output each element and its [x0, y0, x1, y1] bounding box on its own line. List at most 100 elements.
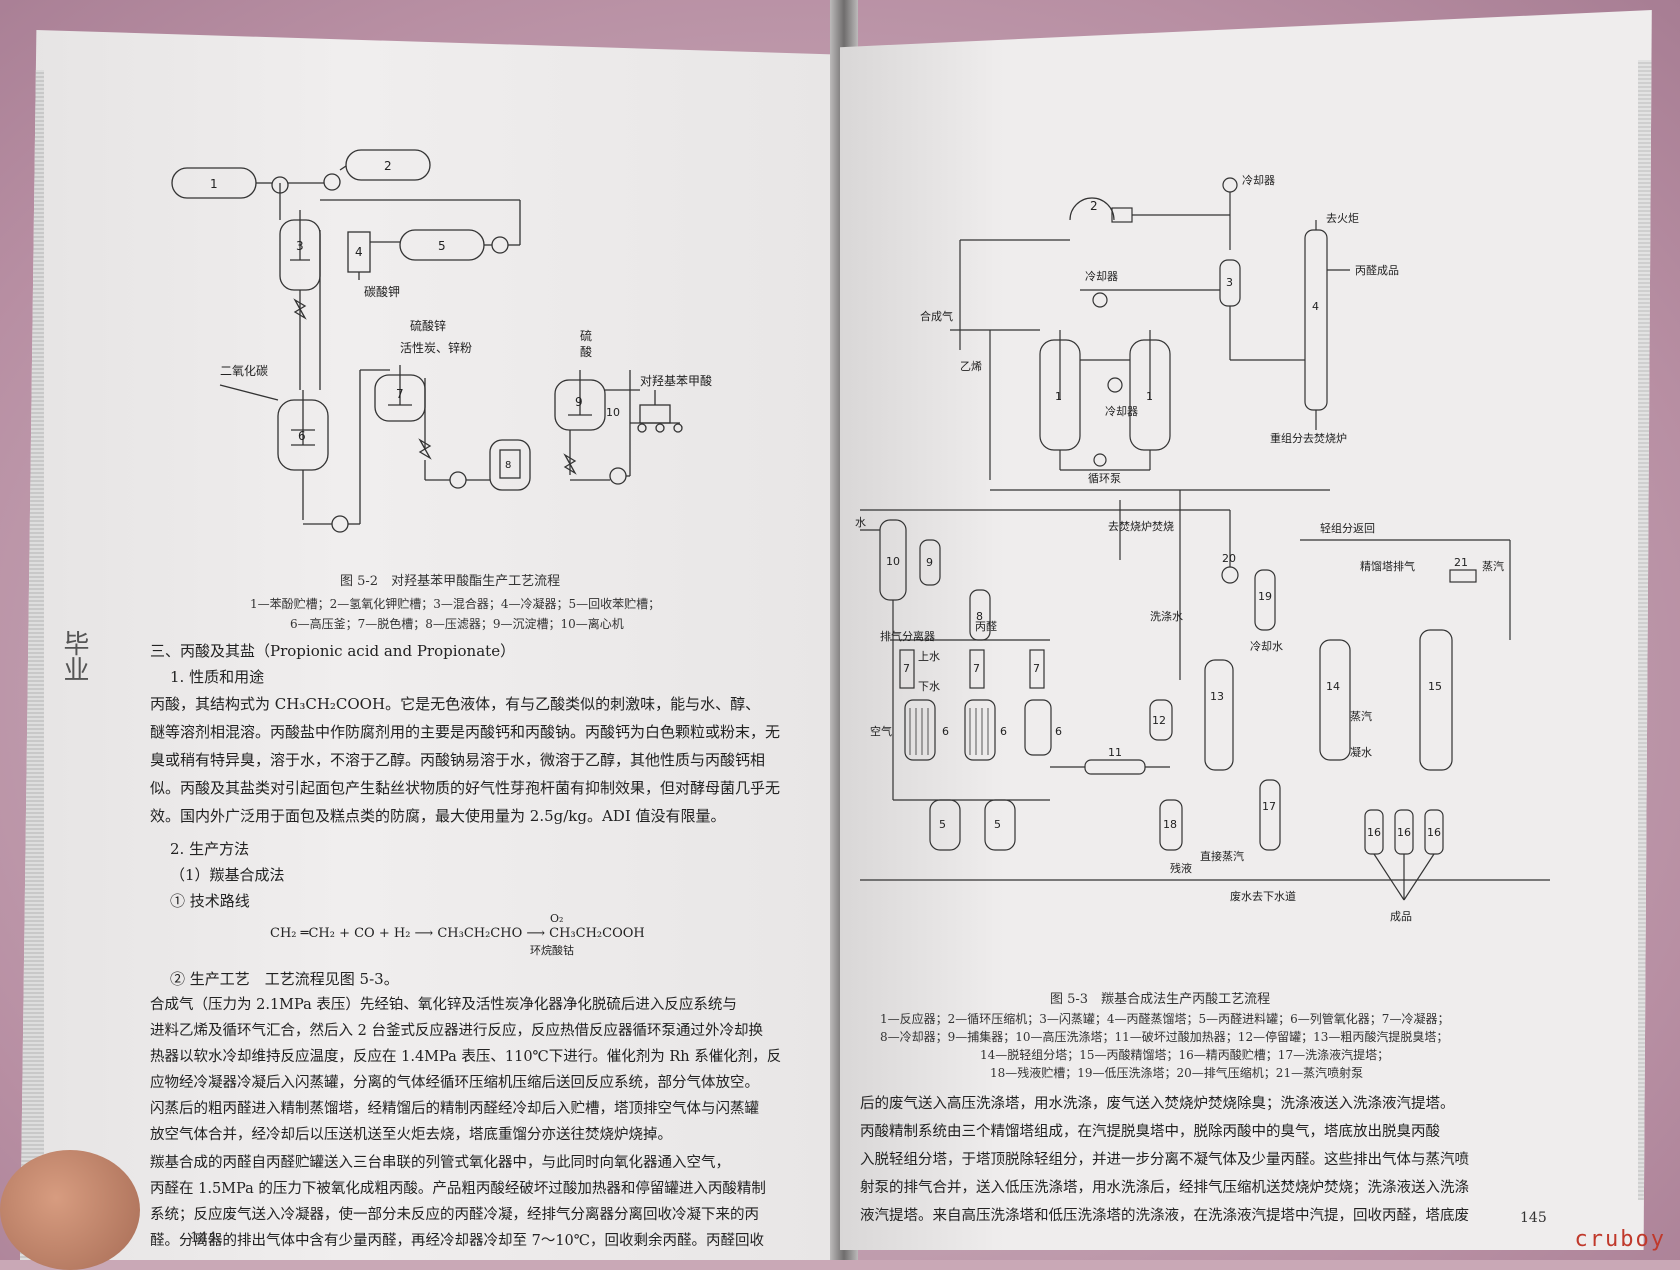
residue-label: 残液 [1170, 861, 1192, 875]
figure-5-2-diagram: 1 2 3 4 5 6 7 10 9 8 二氧化碳 碳酸钾 硫酸锌 活性炭、锌粉… [171, 149, 712, 533]
syngas-label: 合成气 [920, 309, 953, 323]
svg-text:6: 6 [298, 429, 306, 443]
figure-5-2-caption: 图 5-2 对羟基苯甲酸酯生产工艺流程 [340, 574, 561, 589]
upper-water-label: 上水 [918, 650, 940, 663]
paragraph-refining: 后的废气送入高压洗涤塔，用水洗涤，废气送入焚烧炉焚烧除臭；洗涤液送入洗涤液汽提塔… [860, 1090, 1540, 1230]
text-line: 系统；反应废气送入冷凝器，使一部分未反应的丙醛冷凝，经排气分离器分离回收冷凝下来… [150, 1207, 759, 1223]
product-label-right: 成品 [1390, 910, 1412, 923]
svg-text:1: 1 [1055, 390, 1062, 403]
paragraph-process: 合成气（压力为 2.1MPa 表压）先经铂、氧化锌及活性炭净化器净化脱硫后进入反… [150, 992, 840, 1148]
steam-label-2: 蒸汽 [1350, 709, 1372, 723]
svg-text:4: 4 [1312, 300, 1319, 313]
svg-text:7: 7 [1033, 662, 1040, 675]
svg-text:8: 8 [976, 610, 983, 623]
text-line: 应物经冷凝器冷凝后入闪蒸罐，分离的气体经循环压缩机压缩后送回反应系统，部分气体放… [150, 1075, 759, 1091]
svg-text:16: 16 [1367, 826, 1381, 839]
subheading-route: ① 技术路线 [170, 892, 250, 910]
svg-text:16: 16 [1427, 826, 1441, 839]
svg-text:4: 4 [355, 245, 363, 259]
circ-pump-label: 循环泵 [1088, 472, 1121, 485]
tank-2-label: 2 [384, 159, 392, 173]
page-number-left: 144 [190, 1230, 217, 1246]
svg-text:14: 14 [1326, 680, 1340, 693]
product-label: 对羟基苯甲酸 [640, 373, 712, 388]
reaction-oxidant: O₂ [550, 912, 564, 925]
air-label: 空气 [870, 724, 892, 738]
figure-5-3-legend-line: 1—反应器；2—循环压缩机；3—闪蒸罐；4—丙醛蒸馏塔；5—丙醛进料罐；6—列管… [880, 1012, 1450, 1026]
reaction-catalyst: 环烷酸钴 [530, 944, 574, 957]
refining-tower-vent-label: 精馏塔排气 [1360, 559, 1415, 573]
heavy-to-incinerator-label: 重组分去焚烧炉 [1270, 431, 1347, 445]
svg-text:21: 21 [1454, 556, 1468, 569]
text-line: 羰基合成的丙醛自丙醛贮罐送入三台串联的列管式氧化器中，与此同时向氧化器通入空气， [150, 1155, 730, 1171]
vent-separator-label: 排气分离器 [880, 629, 935, 643]
subheading-properties: 1. 性质和用途 [170, 668, 265, 686]
carbon-zinc-label: 活性炭、锌粉 [400, 341, 472, 355]
text-line: 醛。分离器的排出气体中含有少量丙醛，再经冷却器冷却至 7～10℃，回收剩余丙醛。… [150, 1233, 765, 1249]
reaction-formula: CH₂ ═CH₂ + CO + H₂ ⟶ CH₃CH₂CHO ⟶ CH₃CH₂C… [270, 926, 645, 941]
margin-handwriting: 毕业 [59, 630, 89, 682]
figure-5-3-legend-line: 14—脱轻组分塔；15—丙酸精馏塔；16—精丙酸贮槽；17—洗涤液汽提塔； [980, 1048, 1390, 1062]
svg-text:11: 11 [1108, 746, 1122, 759]
text-line: 似。丙酸及其盐类对引起面包产生黏丝状物质的好气性芽孢杆菌有抑制效果，但对酵母菌几… [150, 779, 781, 797]
svg-text:6: 6 [1055, 725, 1062, 738]
figure-5-3-legend-line: 18—残液贮槽；19—低压洗涤塔；20—排气压缩机；21—蒸汽喷射泵 [990, 1066, 1364, 1080]
text-line: 合成气（压力为 2.1MPa 表压）先经铂、氧化锌及活性炭净化器净化脱硫后进入反… [150, 997, 737, 1013]
text-line: 后的废气送入高压洗涤塔，用水洗涤，废气送入焚烧炉焚烧除臭；洗涤液送入洗涤液汽提塔… [860, 1096, 1455, 1112]
text-line: 液汽提塔。来自高压洗涤塔和低压洗涤塔的洗涤液，在洗涤液汽提塔中汽提，回收丙醛，塔… [860, 1208, 1469, 1224]
svg-text:3: 3 [296, 239, 304, 253]
svg-text:10: 10 [886, 555, 900, 568]
waste-water-label: 废水去下水道 [1230, 889, 1296, 903]
water-label: 水 [855, 516, 866, 529]
figure-5-3-legend-line: 8—冷却器；9—捕集器；10—高压洗涤塔；11—破坏过酸加热器；12—停留罐；1… [880, 1030, 1449, 1044]
text-line: 醚等溶剂相混溶。丙酸盐中作防腐剂用的主要是丙酸钙和丙酸钠。丙酸钙为白色颗粒或粉末… [150, 723, 781, 741]
steam-label: 蒸汽 [1482, 559, 1504, 573]
svg-text:6: 6 [942, 725, 949, 738]
text-line: 入脱轻组分塔，于塔顶脱除轻组分，并进一步分离不凝气体及少量丙醛。这些排出气体与蒸… [860, 1152, 1469, 1168]
svg-text:12: 12 [1152, 714, 1166, 727]
svg-text:20: 20 [1222, 552, 1236, 565]
svg-text:3: 3 [1226, 276, 1233, 289]
cooling-water-label: 冷却水 [1250, 640, 1283, 653]
co2-label: 二氧化碳 [220, 364, 268, 378]
condensate-label: 凝水 [1350, 745, 1372, 759]
svg-text:7: 7 [973, 662, 980, 675]
section-heading: 三、丙酸及其盐（Propionic acid and Propionate） [150, 642, 516, 660]
svg-text:7: 7 [396, 387, 404, 401]
direct-steam-label: 直接蒸汽 [1200, 849, 1244, 863]
page-number-right: 145 [1520, 1210, 1547, 1226]
znso4-label: 硫酸锌 [410, 318, 446, 333]
cooler-label: 冷却器 [1085, 270, 1118, 283]
text-line: 热器以软水冷却维持反应温度，反应在 1.4MPa 表压、110℃下进行。催化剂为… [150, 1049, 782, 1065]
thumb [0, 1150, 140, 1270]
subheading-methods: 2. 生产方法 [170, 840, 250, 858]
figure-5-3-diagram: 2 3 4 1 1 10 9 8 7 7 7 6 6 6 11 5 5 12 1… [855, 174, 1550, 923]
cooler-side-label: 冷却器 [1105, 405, 1138, 418]
svg-text:5: 5 [438, 239, 446, 253]
svg-text:13: 13 [1210, 690, 1224, 703]
svg-text:10: 10 [606, 406, 620, 419]
lower-water-label: 下水 [918, 680, 940, 693]
propanal-label: 丙醛 [975, 619, 997, 633]
acid-label-1: 硫 [580, 328, 592, 343]
paragraph-properties: 丙酸，其结构式为 CH₃CH₂COOH。它是无色液体，有与乙酸类似的刺激味，能与… [150, 690, 830, 830]
svg-text:7: 7 [903, 662, 910, 675]
text-line: 效。国内外广泛用于面包及糕点类的防腐，最大使用量为 2.5g/kg。ADI 值没… [150, 807, 726, 825]
svg-text:5: 5 [994, 818, 1001, 831]
svg-text:19: 19 [1258, 590, 1272, 603]
cooler-top-label: 冷却器 [1242, 174, 1275, 187]
figure-5-3-caption: 图 5-3 羰基合成法生产丙酸工艺流程 [1050, 992, 1271, 1007]
tank-1-label: 1 [210, 177, 218, 191]
figure-5-2-legend-line: 1—苯酚贮槽；2—氢氧化钾贮槽；3—混合器；4—冷凝器；5—回收苯贮槽； [250, 597, 661, 611]
watermark: cruboy [1574, 1227, 1666, 1252]
text-line: 进料乙烯及循环气汇合，然后入 2 台釜式反应器进行反应，反应热借反应器循环泵通过… [150, 1023, 763, 1039]
left-page: 1 2 3 4 5 6 7 10 9 8 二氧化碳 碳酸钾 硫酸锌 活性炭、锌粉… [20, 30, 840, 1260]
text-line: 射泵的排气合并，送入低压洗涤塔，用水洗涤后，经排气压缩机送焚烧炉焚烧；洗涤液送入… [860, 1180, 1469, 1196]
svg-text:5: 5 [939, 818, 946, 831]
right-page: 2 3 4 1 1 10 9 8 7 7 7 6 6 6 11 5 5 12 1… [840, 10, 1652, 1250]
text-line: 丙酸精制系统由三个精馏塔组成，在汽提脱臭塔中，脱除丙酸中的臭气，塔底放出脱臭丙酸 [860, 1124, 1440, 1140]
text-line: 丙酸，其结构式为 CH₃CH₂COOH。它是无色液体，有与乙酸类似的刺激味，能与… [150, 695, 761, 713]
svg-text:2: 2 [1090, 199, 1098, 213]
text-line: 闪蒸后的粗丙醛进入精制蒸馏塔，经精馏后的精制丙醛经冷却后入贮槽，塔顶排空气体与闪… [150, 1101, 759, 1117]
svg-text:8: 8 [505, 460, 511, 471]
